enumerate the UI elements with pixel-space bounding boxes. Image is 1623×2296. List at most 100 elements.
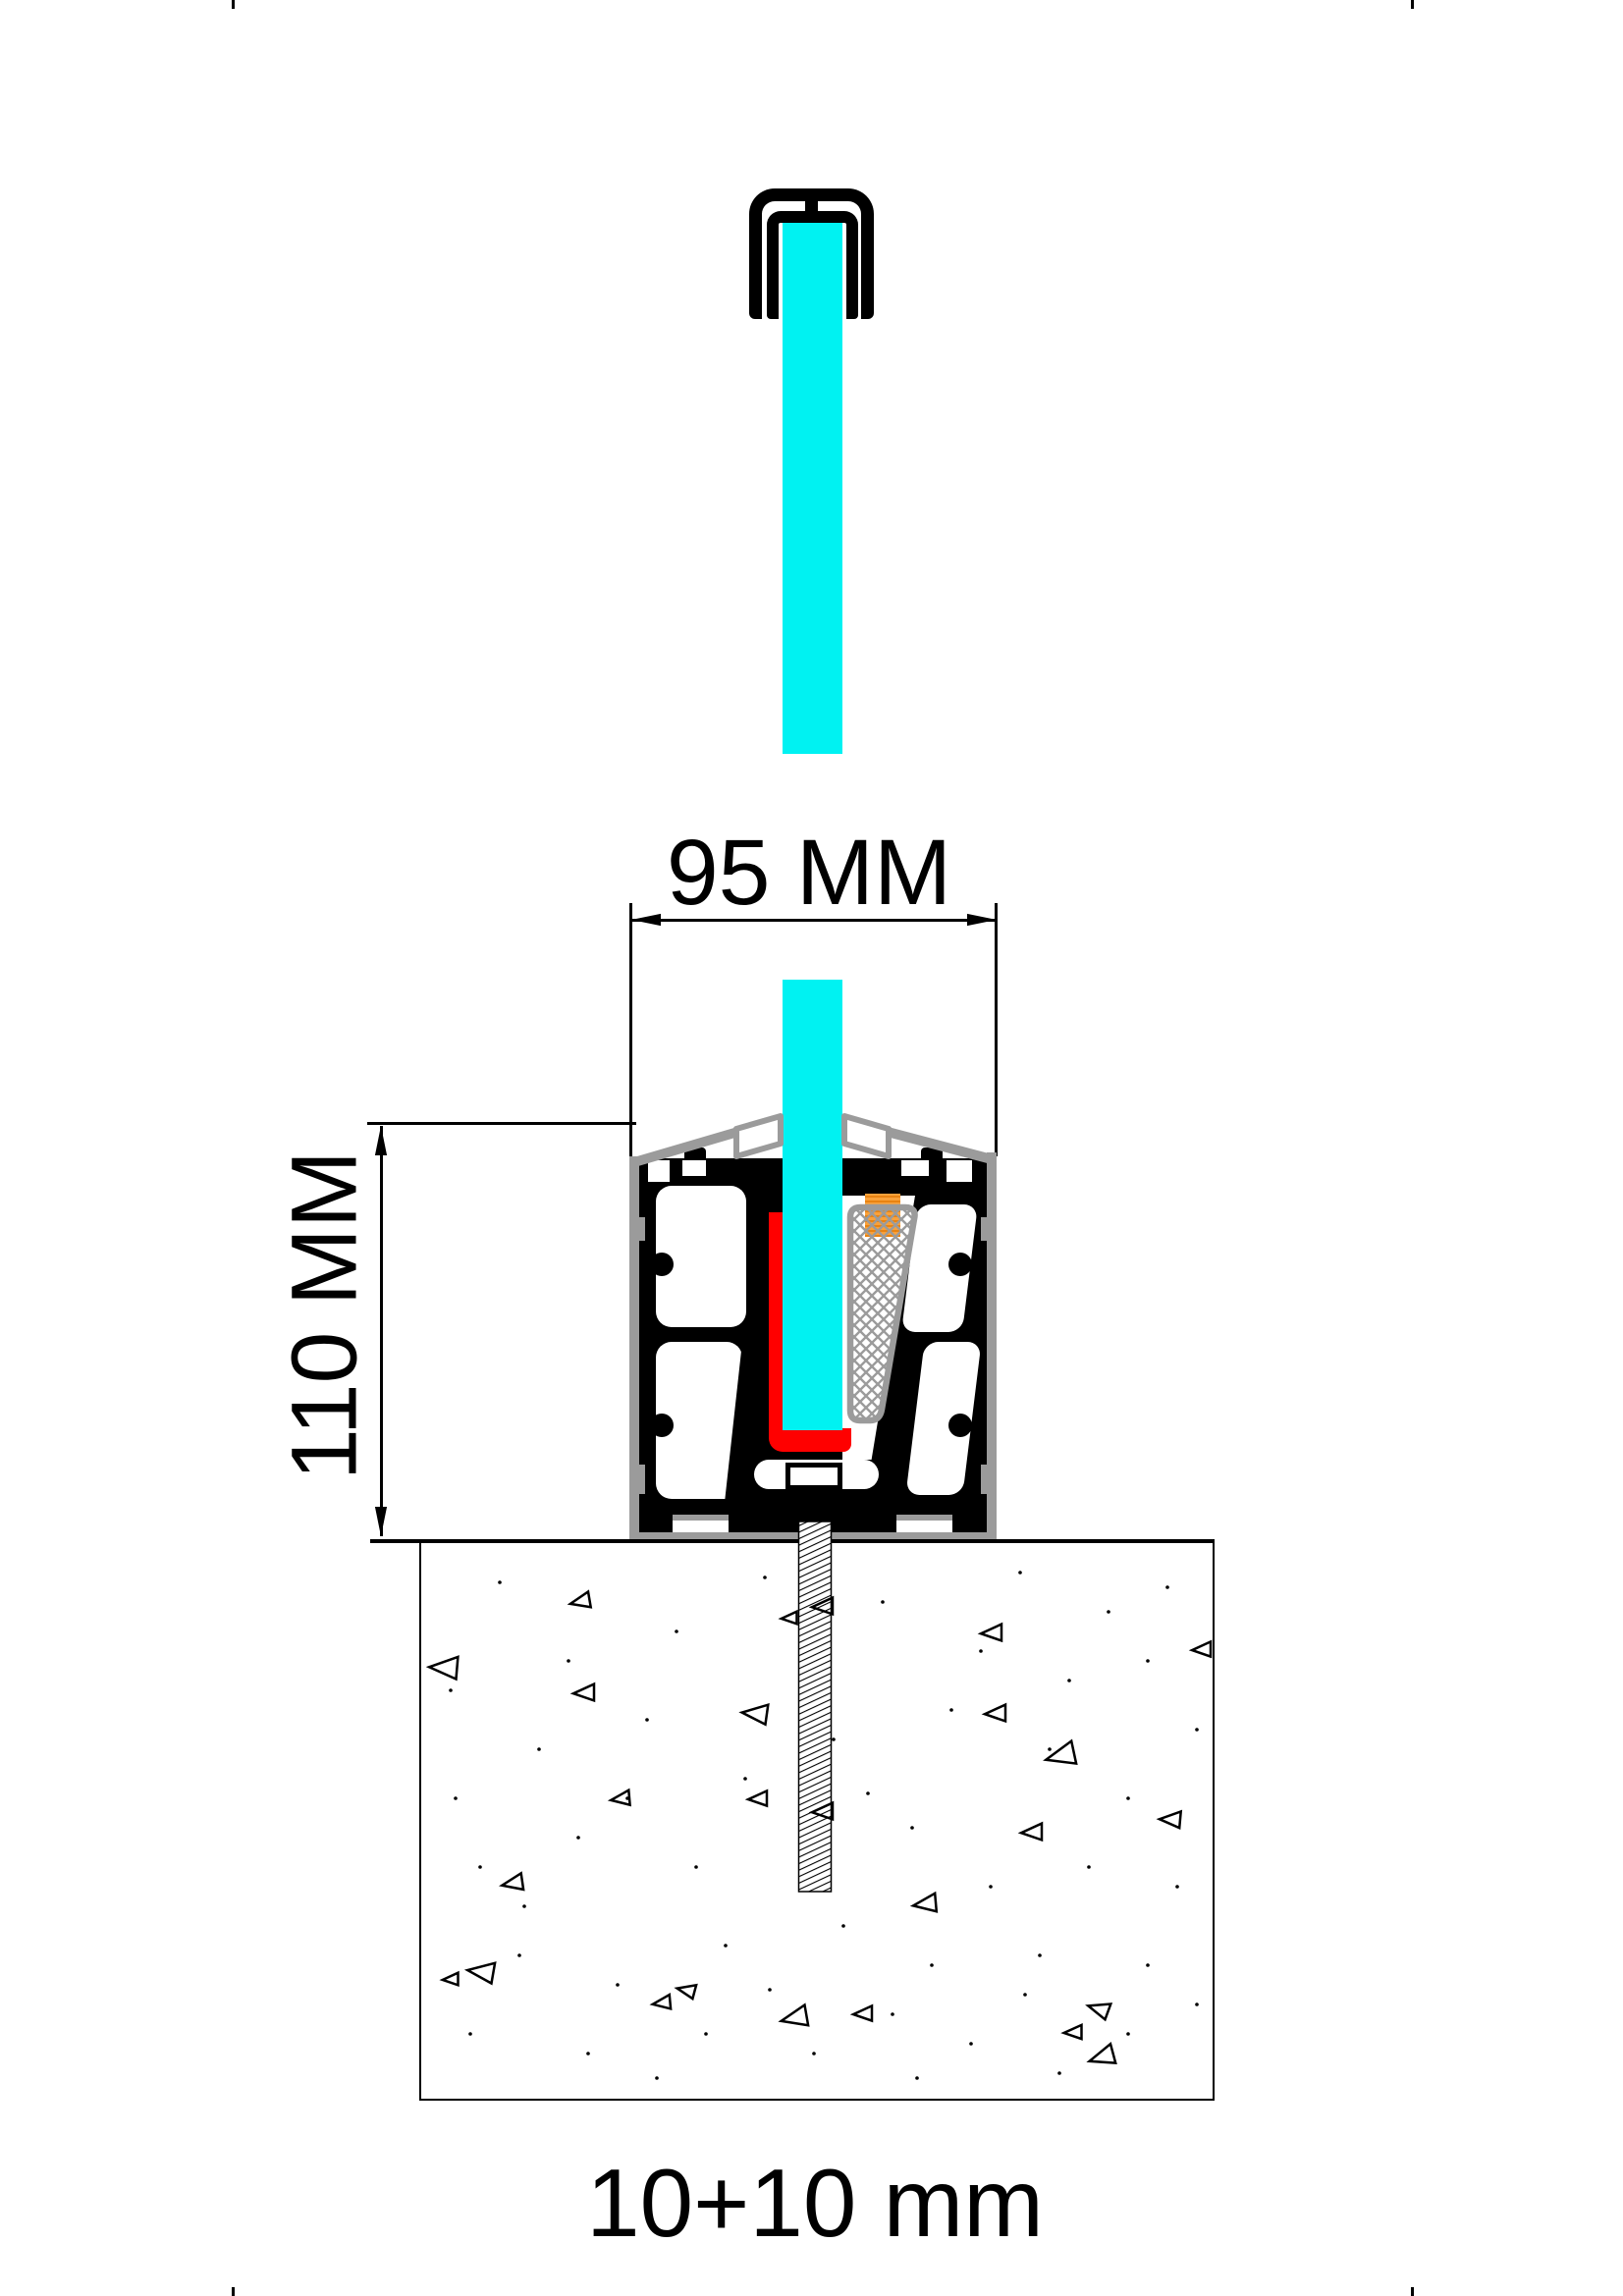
width-dimension-label: 95 MM xyxy=(666,821,952,925)
concrete-foundation xyxy=(419,1543,1215,2101)
arrow-right-icon xyxy=(967,913,997,927)
aggregate-triangle xyxy=(1043,1738,1078,1766)
aggregate-dot xyxy=(1038,1953,1042,1957)
aggregate-dot xyxy=(768,1988,772,1992)
cladding-clip xyxy=(629,1217,645,1241)
aggregate-dot xyxy=(576,1836,580,1840)
aggregate-dot xyxy=(586,2052,590,2056)
aggregate-triangle xyxy=(463,1961,497,1986)
aggregate-dot xyxy=(1057,2071,1061,2075)
aggregate-triangle xyxy=(744,1789,769,1808)
aggregate-triangle xyxy=(607,1788,631,1807)
aggregate-dot xyxy=(517,1953,521,1957)
height-extension-line-top xyxy=(367,1122,636,1125)
aggregate-dot xyxy=(979,1649,983,1653)
aggregate-dot xyxy=(468,2032,472,2036)
aggregate-dot xyxy=(1165,1585,1169,1589)
glass-panel-top xyxy=(783,212,842,754)
screw-slot xyxy=(901,1160,929,1176)
screw-slot xyxy=(682,1160,706,1176)
height-dimension-line xyxy=(380,1126,383,1536)
rubber-gasket-bottom xyxy=(769,1428,851,1452)
cover-cladding-left xyxy=(629,1156,639,1540)
anchor-nut xyxy=(785,1463,842,1490)
profile-foot xyxy=(729,1515,896,1532)
aggregate-dot xyxy=(1067,1679,1071,1682)
aggregate-triangle xyxy=(981,1702,1007,1724)
screw-boss xyxy=(948,1253,972,1276)
aggregate-dot xyxy=(724,1944,728,1948)
screw-slot xyxy=(947,1160,972,1182)
aggregate-dot xyxy=(449,1688,453,1692)
aggregate-triangle xyxy=(567,1589,593,1609)
aggregate-dot xyxy=(1195,1728,1199,1732)
aggregate-triangle xyxy=(909,1891,939,1913)
aggregate-dot xyxy=(616,1983,620,1987)
cover-cladding-right xyxy=(987,1152,997,1540)
aggregate-dot xyxy=(832,1737,836,1741)
aggregate-dot xyxy=(969,2042,973,2046)
aggregate-dot xyxy=(498,1580,502,1584)
aggregate-triangle xyxy=(1060,2022,1083,2041)
aggregate-dot xyxy=(694,1865,698,1869)
aggregate-dot xyxy=(910,1826,914,1830)
aggregate-dot xyxy=(930,1963,934,1967)
aggregate-triangle xyxy=(674,1983,698,2002)
concrete-top-edge xyxy=(370,1539,1215,1543)
aggregate-dot xyxy=(841,1924,845,1928)
aggregate-dot xyxy=(866,1791,870,1795)
aggregate-dot xyxy=(704,2032,708,2036)
aggregate-triangle xyxy=(1085,2002,1113,2022)
aggregate-dot xyxy=(655,2076,659,2080)
profile-foot xyxy=(952,1515,990,1532)
aggregate-triangle xyxy=(778,2002,810,2027)
concrete-texture xyxy=(425,1571,1213,2080)
aggregate-dot xyxy=(522,1904,526,1908)
screw-slot xyxy=(648,1160,670,1182)
aggregate-triangle xyxy=(498,1871,525,1892)
aggregate-dot xyxy=(1087,1865,1091,1869)
aggregate-dot xyxy=(1146,1659,1150,1663)
width-extension-line-left xyxy=(629,903,632,1158)
snap-hook xyxy=(684,1148,706,1160)
screw-boss xyxy=(650,1414,674,1437)
aggregate-dot xyxy=(645,1718,649,1722)
glass-clamp-left xyxy=(733,1113,784,1159)
glass-panel-in-profile xyxy=(783,980,842,1430)
registration-tick xyxy=(1411,2287,1414,2296)
aggregate-dot xyxy=(1018,1571,1022,1575)
bottom-slot xyxy=(896,1515,952,1532)
aggregate-dot xyxy=(625,1796,629,1800)
aggregate-triangle xyxy=(977,1622,1003,1643)
aggregate-dot xyxy=(1195,2002,1199,2006)
aggregate-dot xyxy=(763,1575,767,1579)
aggregate-dot xyxy=(675,1629,678,1633)
glass-clamp-right xyxy=(841,1113,892,1159)
aggregate-triangle xyxy=(439,1970,460,1988)
aggregate-triangle xyxy=(849,2003,874,2023)
glass-thickness-label: 10+10 mm xyxy=(586,2149,1044,2257)
registration-tick xyxy=(1411,0,1414,9)
aggregate-dot xyxy=(1126,2032,1130,2036)
screw-boss xyxy=(948,1414,972,1437)
handrail-cap-outer-profile xyxy=(749,188,874,319)
handrail-cap-inner-channel xyxy=(767,211,858,319)
aggregate-dot xyxy=(537,1747,541,1751)
cladding-clip xyxy=(981,1465,997,1494)
registration-tick xyxy=(232,0,235,9)
rubber-gasket-side xyxy=(769,1212,783,1434)
aggregate-dot xyxy=(1023,1993,1027,1997)
aggregate-dot xyxy=(881,1600,885,1604)
aggregate-dot xyxy=(949,1708,953,1712)
height-dimension-label: 110 MM xyxy=(272,1149,377,1481)
aggregate-triangle xyxy=(1017,1821,1044,1842)
aggregate-triangle xyxy=(1188,1639,1213,1659)
snap-hook xyxy=(921,1148,943,1160)
screw-boss xyxy=(650,1253,674,1276)
cladding-clip xyxy=(981,1217,997,1241)
aggregate-triangle xyxy=(569,1682,596,1703)
aggregate-triangle xyxy=(425,1655,460,1682)
aggregate-triangle xyxy=(738,1702,770,1727)
arrow-down-icon xyxy=(374,1507,388,1536)
